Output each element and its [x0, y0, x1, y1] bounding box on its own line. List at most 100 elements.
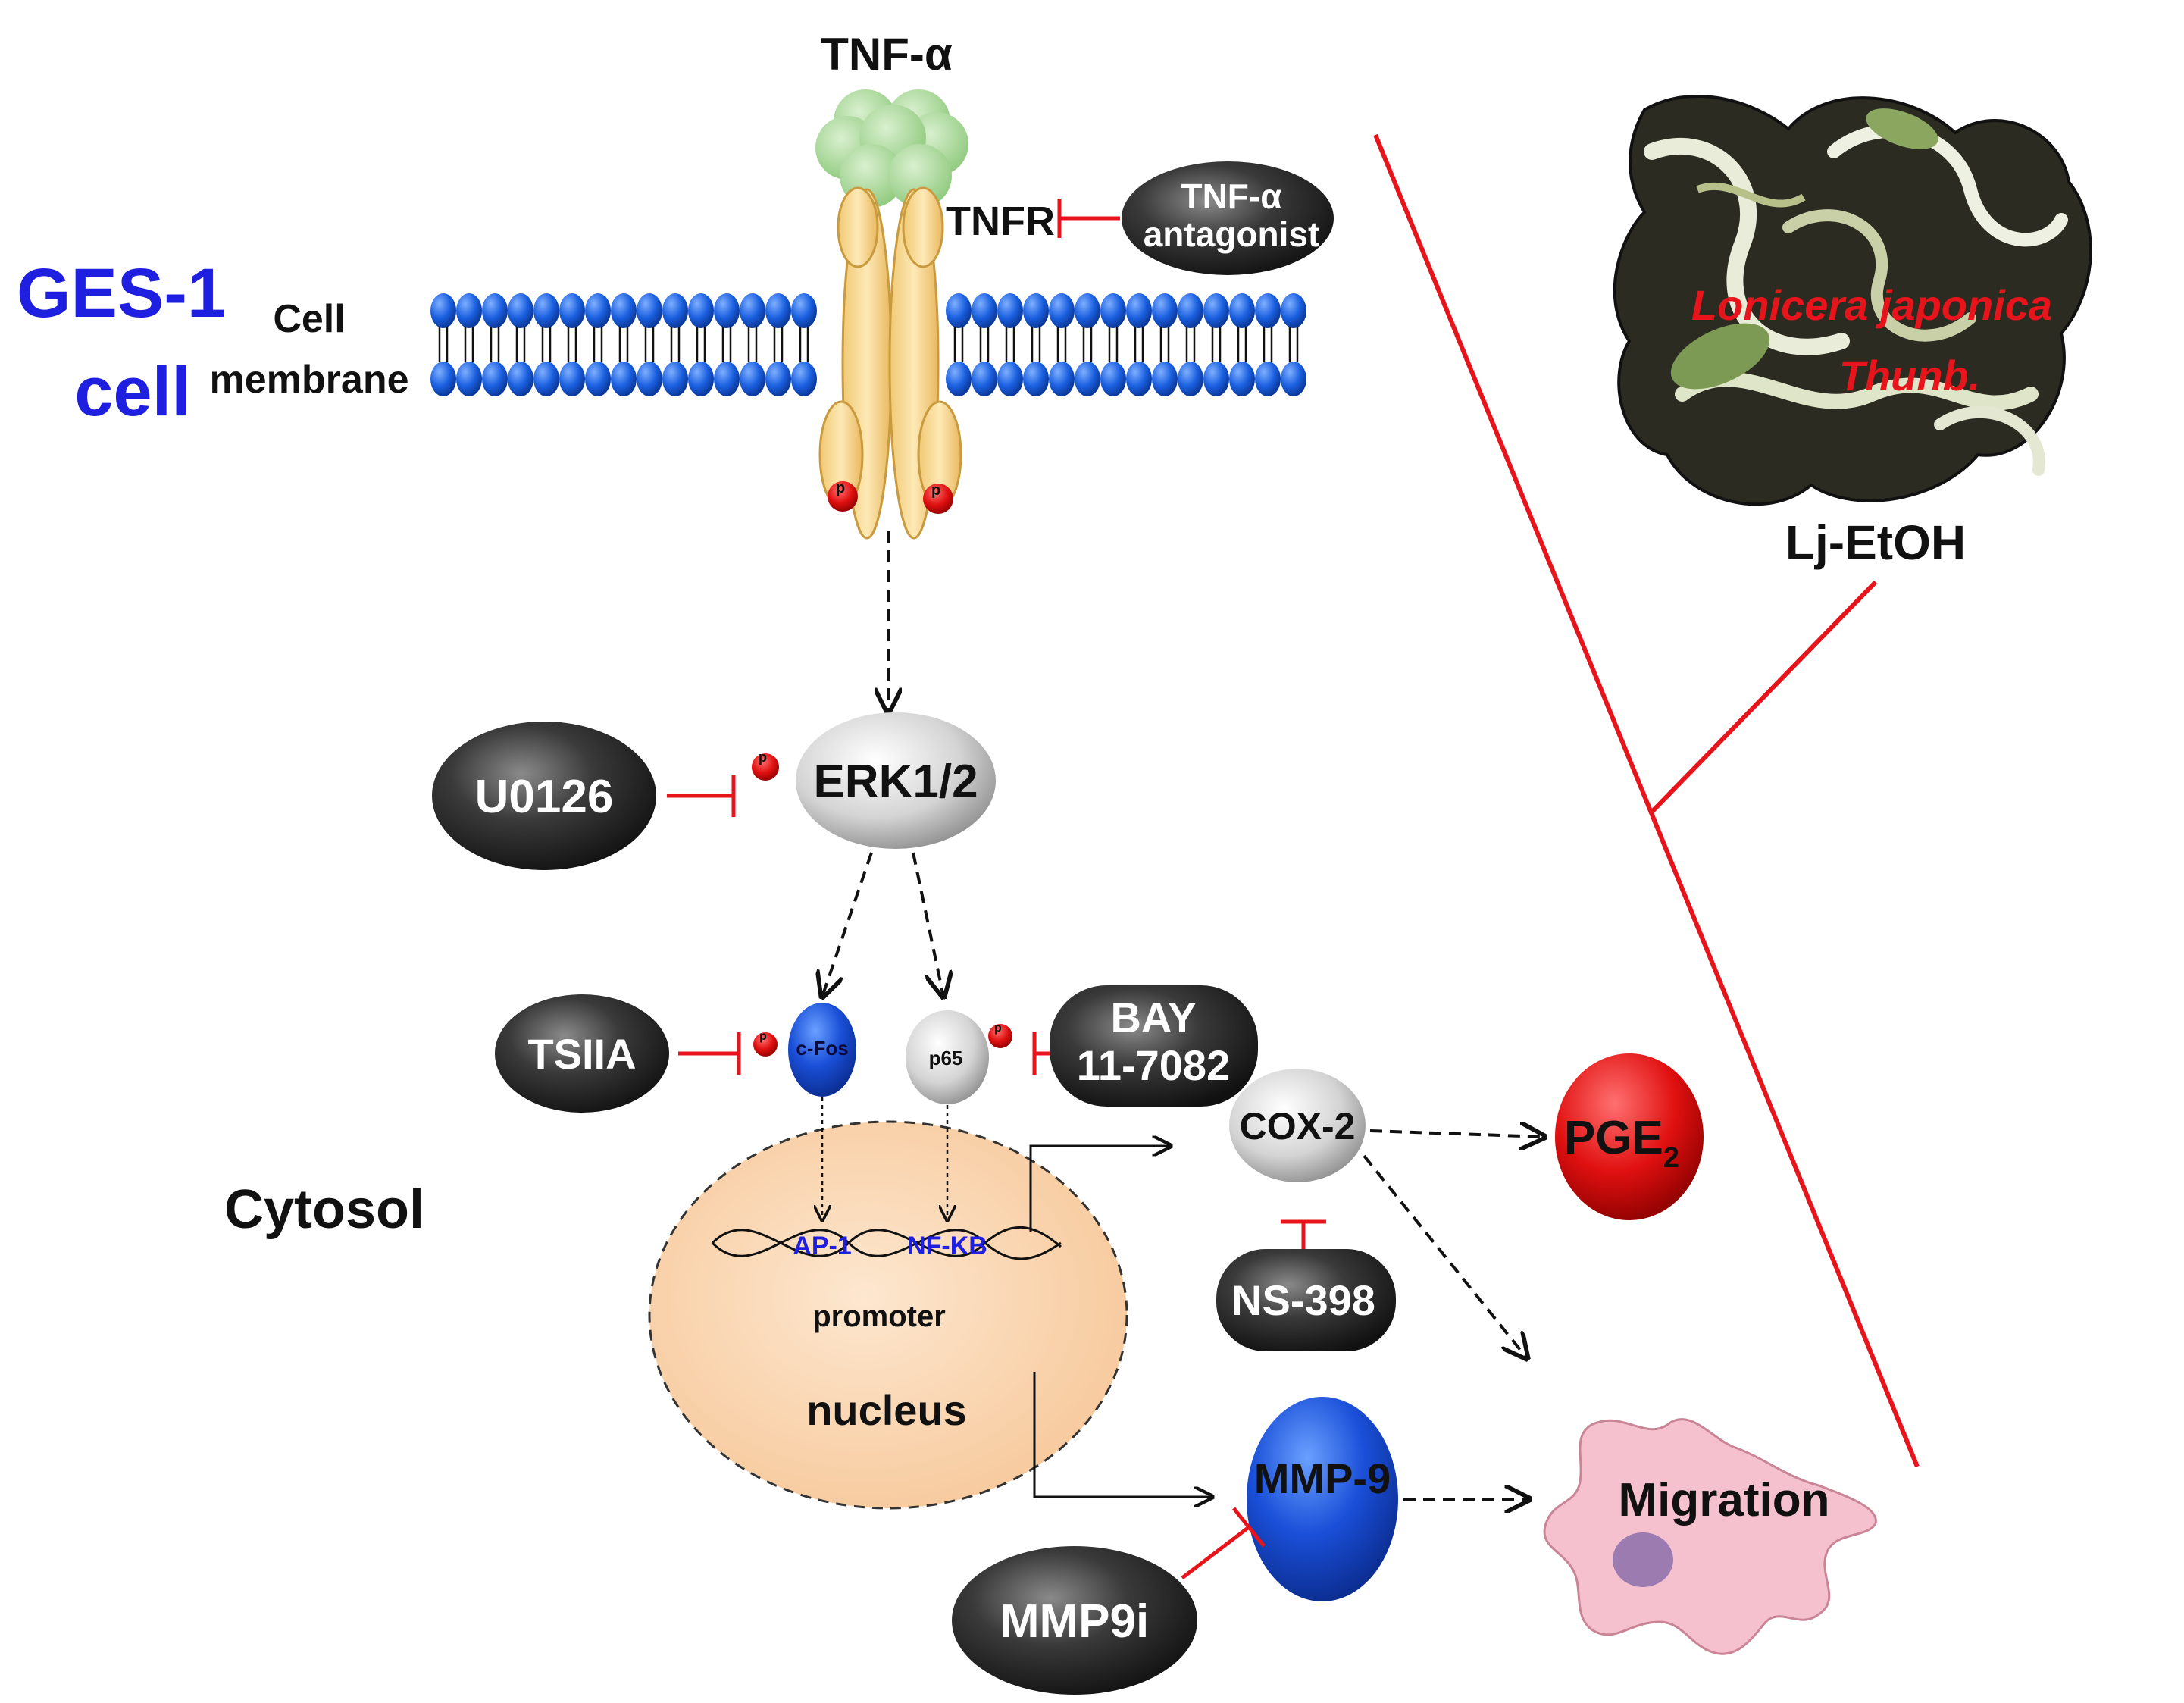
lipid-head [740, 362, 765, 396]
lipid-head [1178, 293, 1203, 328]
lipid-head [508, 293, 533, 328]
phospho-erk-label: p [759, 750, 767, 765]
lipid-head [1229, 293, 1255, 328]
lipid-head [1178, 362, 1203, 396]
lipid-head [1126, 362, 1152, 396]
tnf-antagonist-line1: TNF-α [1181, 177, 1281, 216]
lipid-tail [953, 326, 964, 362]
lipid-head [662, 362, 688, 396]
lipid-tail [1263, 326, 1273, 362]
lipid-tail [696, 326, 706, 362]
lipid-head [559, 293, 585, 328]
lipid-head [637, 293, 662, 328]
lipid-head [791, 293, 817, 328]
mmp9i-node [952, 1546, 1197, 1695]
phospho-erk [752, 753, 779, 781]
pge2-main: PGE [1564, 1112, 1663, 1164]
lipid-tail [515, 326, 526, 362]
lipid-head [1152, 362, 1178, 396]
lipid-head [585, 293, 611, 328]
u0126-label: U0126 [475, 771, 614, 823]
lipid-head [637, 362, 662, 396]
lipid-tail [670, 326, 681, 362]
lipid-tail [1211, 326, 1222, 362]
lipid-head [430, 362, 456, 396]
lipid-tail [438, 326, 449, 362]
cell-membrane [430, 293, 1306, 396]
membrane-label-line1: Cell [273, 297, 345, 341]
tnf-alpha-ligand [815, 89, 968, 208]
tnf-antagonist-node [1122, 161, 1334, 275]
tnf-alpha-label: TNF-α [821, 29, 953, 80]
cox2-node [1229, 1069, 1366, 1182]
phospho-cfos [753, 1032, 778, 1057]
lipid-head [997, 362, 1023, 396]
lipid-head [482, 362, 508, 396]
cox2-label: COX-2 [1240, 1105, 1356, 1147]
lipid-head [972, 362, 997, 396]
ap1-label: AP-1 [793, 1232, 851, 1260]
lipid-head [714, 293, 740, 328]
herb-name-line1: Lonicera japonica [1691, 281, 2052, 329]
lipid-head [740, 293, 765, 328]
lipid-tail [1159, 326, 1170, 362]
phospho-cfos-label: p [759, 1030, 767, 1043]
lipid-tail [490, 326, 500, 362]
nfkb-label: NF-KB [907, 1232, 987, 1260]
lipid-head [430, 293, 456, 328]
lipid-head [559, 362, 585, 396]
lipid-tail [541, 326, 552, 362]
erk12-label: ERK1/2 [813, 756, 978, 808]
lipid-head [997, 293, 1023, 328]
lipid-head [1152, 293, 1178, 328]
lipid-tail [1288, 326, 1299, 362]
lj-etoh-connector [1648, 580, 1878, 815]
lipid-tail [1031, 326, 1041, 362]
lipid-head [688, 362, 714, 396]
inhibit-tsiia-cfos [678, 1032, 741, 1075]
cfos-label: c-Fos [796, 1037, 848, 1060]
inhibit-ns398-cox2 [1281, 1219, 1326, 1251]
herb-name-line2: Thunb. [1839, 352, 1981, 399]
lipid-head [765, 362, 791, 396]
lipid-tail [1185, 326, 1196, 362]
lipid-head [1075, 362, 1100, 396]
lipid-head [1100, 293, 1126, 328]
lipid-head [533, 293, 559, 328]
lipid-head [662, 293, 688, 328]
ns398-node [1216, 1249, 1396, 1351]
lipid-head [1075, 293, 1100, 328]
cell-label-line2: cell [74, 353, 190, 430]
lipid-tail [799, 326, 809, 362]
lipid-tail [593, 326, 603, 362]
inhibit-antagonist-tnfr [1057, 199, 1120, 238]
lipid-head [688, 293, 714, 328]
lipid-tail [773, 326, 784, 362]
promoter-dna [711, 1226, 1062, 1260]
mmp9i-label: MMP9i [1000, 1595, 1149, 1648]
lipid-head [1100, 362, 1126, 396]
membrane-label-line2: membrane [210, 358, 409, 402]
lipid-head [456, 293, 482, 328]
migrating-cell-nucleus [1613, 1532, 1673, 1587]
promoter-label: promoter [812, 1300, 946, 1333]
lipid-head [1255, 362, 1281, 396]
tsiia-node [495, 994, 669, 1113]
lipid-head [1281, 293, 1306, 328]
arrow-cox2-to-pge2 [1369, 1131, 1544, 1137]
phospho-p65 [988, 1024, 1012, 1048]
lipid-head [714, 362, 740, 396]
lipid-head [1049, 362, 1075, 396]
lipid-head [1203, 362, 1229, 396]
arrow-erk-to-p65 [912, 852, 943, 997]
lipid-tail [747, 326, 758, 362]
lipid-head [1023, 293, 1049, 328]
tnf-receptor [818, 186, 962, 540]
cytosol-label: Cytosol [224, 1179, 424, 1240]
lipid-tail [1005, 326, 1015, 362]
phospho-p65-label: p [994, 1022, 1002, 1035]
lipid-head [1023, 362, 1049, 396]
lipid-head [482, 293, 508, 328]
cfos-node [788, 1003, 856, 1097]
arrow-erk-to-cfos [822, 852, 873, 997]
